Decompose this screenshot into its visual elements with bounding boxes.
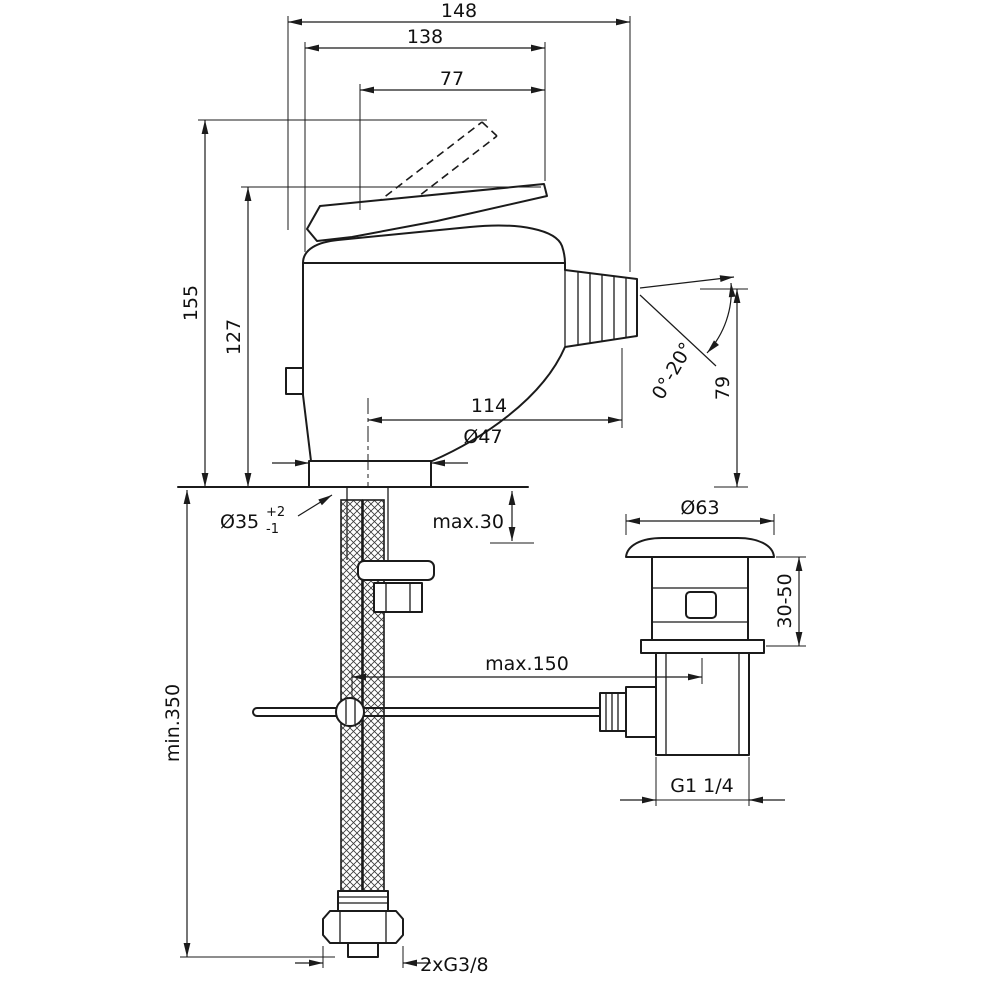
- cartridge-cap: [302, 224, 566, 264]
- dim-label-d35-minus: -1: [266, 522, 279, 537]
- dimension-79: 79: [700, 288, 748, 487]
- dim-label-d35: Ø35: [220, 511, 259, 533]
- drain-waste-assembly: [625, 537, 775, 756]
- dim-label-114: 114: [471, 395, 507, 417]
- faucet-base: [308, 460, 432, 488]
- dim-label-d47: Ø47: [463, 426, 502, 448]
- dimension-148: 148: [287, 0, 631, 272]
- dimension-155: 155: [180, 119, 487, 487]
- dim-label-148: 148: [441, 0, 477, 22]
- mounting-hardware: [357, 560, 435, 613]
- dim-label-77: 77: [440, 68, 464, 90]
- dimension-2xg38: 2xG3/8: [295, 946, 489, 976]
- dim-label-d35-plus: +2: [266, 505, 285, 520]
- dimension-d47: Ø47: [272, 426, 503, 467]
- dimension-d35: Ø35 +2 -1: [220, 494, 333, 537]
- dimension-138: 138: [304, 26, 546, 252]
- waste-plug-cap: [625, 537, 775, 558]
- dimension-114: 114: [368, 348, 623, 428]
- dim-label-angle: 0°-20°: [648, 339, 698, 404]
- dimension-min350: min.350: [162, 490, 335, 958]
- dim-label-79: 79: [712, 376, 734, 400]
- lever-raised-dashed: [364, 121, 498, 227]
- waste-flange-ring: [640, 639, 765, 654]
- dim-label-127: 127: [223, 319, 245, 355]
- dimension-max30: max.30: [432, 491, 534, 544]
- dim-label-d63: Ø63: [680, 497, 719, 519]
- pop-up-rod: [252, 686, 659, 738]
- hose-nut: [322, 910, 404, 944]
- hose-end-fitting: [322, 890, 404, 958]
- rod-coupler: [599, 686, 659, 738]
- faucet: [285, 121, 638, 488]
- spray-nozzle-bands: [564, 270, 627, 347]
- dimension-max150: max.150: [351, 653, 703, 698]
- dimension-d63: Ø63: [625, 497, 775, 535]
- dim-label-max150: max.150: [485, 653, 569, 675]
- dim-label-155: 155: [180, 285, 202, 321]
- dimension-77: 77: [359, 68, 545, 210]
- hose-right: [362, 499, 385, 894]
- dim-label-2xg38: 2xG3/8: [420, 954, 489, 976]
- mounting-bracket: [357, 560, 435, 581]
- dimension-g114: G1 1/4: [620, 757, 785, 806]
- dim-label-g114: G1 1/4: [670, 775, 733, 797]
- lever-handle: [306, 183, 548, 242]
- dimension-127: 127: [223, 186, 541, 487]
- rod-ball-joint: [335, 697, 365, 727]
- backplate-tab: [285, 367, 304, 395]
- dim-label-3050: 30-50: [774, 573, 796, 628]
- mounting-nut: [373, 582, 423, 613]
- waste-side-opening: [685, 591, 717, 619]
- supply-hoses: [322, 487, 404, 958]
- dim-label-max30: max.30: [432, 511, 504, 533]
- dim-label-138: 138: [407, 26, 443, 48]
- dim-label-min350: min.350: [162, 684, 184, 762]
- dimension-3050: 30-50: [766, 556, 806, 647]
